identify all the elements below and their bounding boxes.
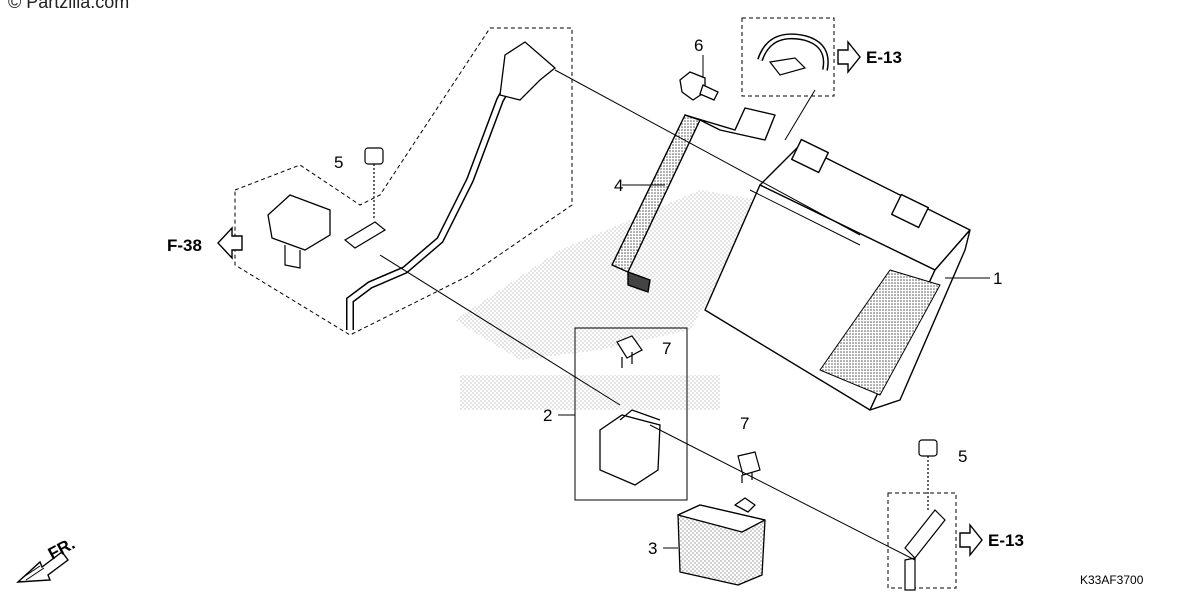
ref-label-e13-bottom[interactable]: E-13 [988, 531, 1024, 550]
battery-band [611, 107, 776, 293]
leader-lines [379, 55, 990, 561]
callout-6: 6 [694, 36, 703, 55]
cable-detail-box-top [741, 17, 835, 97]
diagram-code: K33AF3700 [1080, 573, 1144, 587]
callout-4: 4 [614, 176, 623, 195]
wire-harness-group [234, 27, 573, 336]
ref-label-f38[interactable]: F-38 [167, 236, 202, 255]
relay-cover [677, 497, 766, 586]
callout-2: 2 [543, 406, 552, 425]
callout-1: 1 [993, 269, 1002, 288]
watermark-text: © Partzilla.com [8, 0, 129, 12]
callout-7-middle: 7 [740, 414, 749, 433]
ref-arrow-f38[interactable] [217, 226, 243, 260]
background-shading [455, 190, 760, 410]
front-label: FR. [45, 534, 78, 564]
callout-7-upper: 7 [662, 339, 671, 358]
fuse-7-middle [737, 451, 761, 483]
callout-3: 3 [648, 539, 657, 558]
bolt-6 [679, 71, 719, 101]
relay-group [574, 327, 688, 501]
callout-5-lower: 5 [958, 447, 967, 466]
bolt-5-upper [364, 147, 384, 220]
ref-arrow-e13-bottom[interactable] [959, 523, 983, 557]
bolt-5-lower [918, 439, 938, 510]
battery [704, 138, 971, 411]
ref-arrow-e13-top[interactable] [837, 40, 861, 74]
front-arrow-icon [16, 551, 69, 583]
callout-5-upper: 5 [334, 153, 343, 172]
ref-label-e13-top[interactable]: E-13 [866, 48, 902, 67]
terminal-detail-box-bottom [887, 492, 957, 591]
